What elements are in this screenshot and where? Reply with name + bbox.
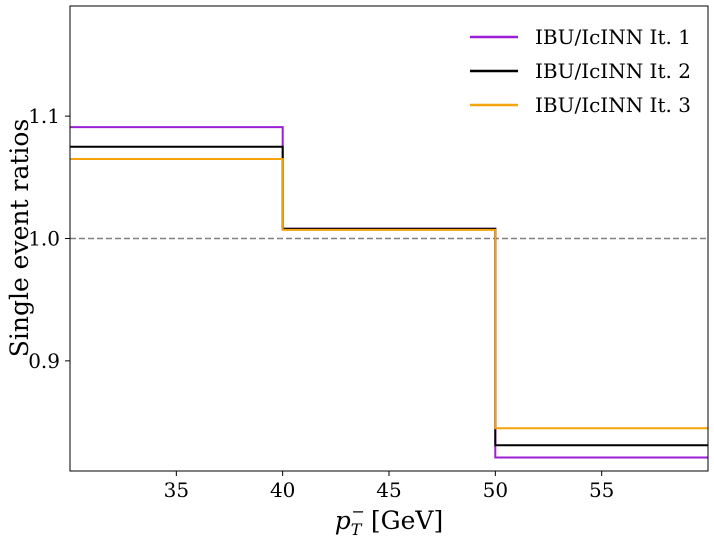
y-tick-label: 1.1 [28,104,60,128]
series-layer [70,126,708,459]
x-axis-title-unit: [GeV] [371,506,443,535]
series-line-3 [70,158,708,430]
x-axis-title-symbol: p [335,506,351,535]
y-tick-label: 1.0 [28,227,60,251]
x-tick-label: 50 [483,478,508,502]
x-axis-title: pT−[GeV] [335,502,443,539]
x-tick-label: 45 [376,478,401,502]
x-tick-label: 55 [589,478,614,502]
legend: IBU/IcINN It. 1 IBU/IcINN It. 2 IBU/IcINN … [470,25,691,117]
x-tick-label: 35 [164,478,189,502]
series-line-1 [70,126,708,459]
legend-label: IBU/IcINN It. 2 [535,59,691,83]
axis-ticks: 35 40 45 50 55 0.9 1.0 1.1 [28,104,614,502]
y-axis-title: Single event ratios [5,119,34,358]
y-tick-label: 0.9 [28,349,60,373]
series-line-2 [70,145,708,447]
legend-label: IBU/IcINN It. 1 [535,25,691,49]
legend-label: IBU/IcINN It. 3 [535,93,691,117]
x-axis-title-subscript: T [351,520,363,539]
x-tick-label: 40 [270,478,295,502]
x-axis-title-superscript: − [351,502,364,521]
